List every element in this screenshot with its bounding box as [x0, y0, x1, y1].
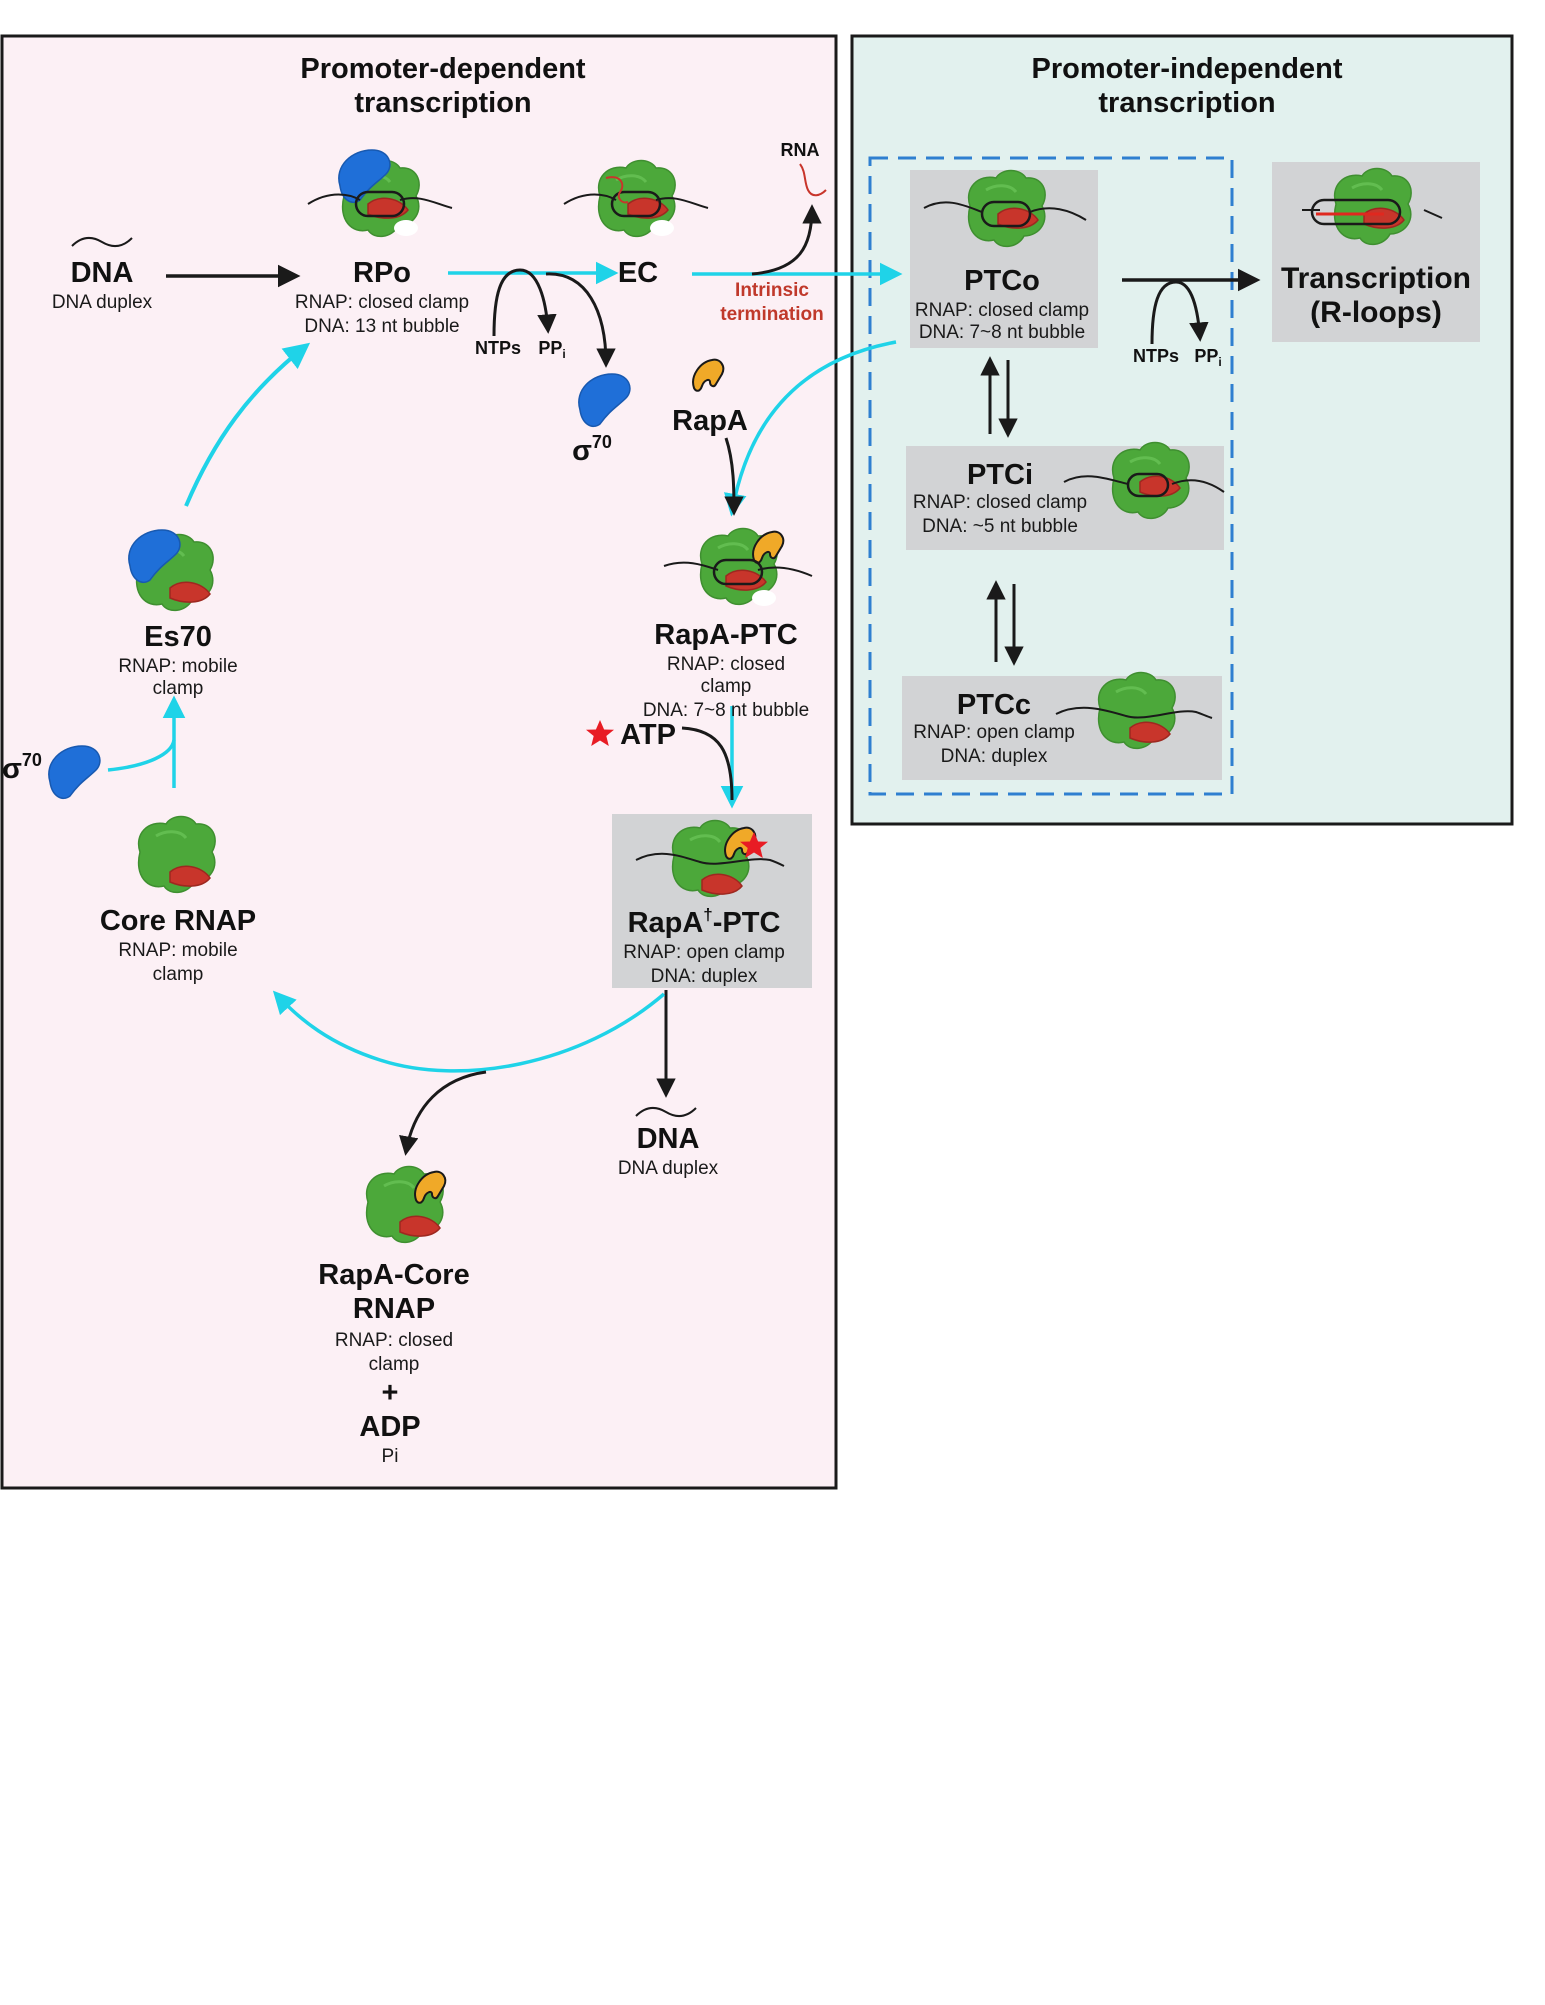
- right-panel-title-1: Promoter-independent: [1032, 53, 1343, 85]
- rapa-ptc-rnap-icon: [663, 527, 813, 606]
- rapa-dagger-ptc-line-1: RNAP: open clamp: [623, 942, 785, 963]
- rapa-core-line-1: RNAP: closed: [335, 1330, 453, 1351]
- dna-top-desc: DNA duplex: [52, 292, 153, 313]
- pi-label: Pi: [382, 1446, 399, 1467]
- rapa-dagger-ptc-label: RapA†-PTC: [628, 905, 781, 939]
- rapa-core-label-1: RapA-Core: [318, 1259, 469, 1291]
- atp-label: ATP: [620, 719, 676, 751]
- ptcc-rnap-icon: [1055, 671, 1213, 750]
- plus-sign: +: [382, 1377, 399, 1409]
- es70-label: Es70: [144, 621, 212, 653]
- sigma-left-label: σ70: [2, 750, 42, 785]
- arrow-ptco-to-rapa-ptc: [724, 340, 897, 517]
- rapa-dagger-ptc-rnap-icon: [635, 819, 785, 898]
- transcription-line-1: Transcription: [1281, 262, 1471, 295]
- sigma-mid-label: σ70: [572, 432, 612, 467]
- rapa-ptc-line-2: clamp: [701, 676, 752, 697]
- rpo-rnap-icon: [307, 149, 453, 238]
- rapa-ptc-label: RapA-PTC: [654, 619, 797, 651]
- rpo-line-1: RNAP: closed clamp: [295, 292, 469, 313]
- rapa-ptc-line-3: DNA: 7~8 nt bubble: [643, 700, 809, 721]
- ntps-left-label: NTPs: [475, 338, 521, 358]
- rapa-core-line-2: clamp: [369, 1354, 420, 1375]
- dna-bottom-label: DNA: [637, 1123, 700, 1155]
- transcription-rnap-icon: [1302, 167, 1443, 246]
- arrow-to-rapa-core: [399, 1070, 487, 1156]
- dna-top-label: DNA: [71, 257, 134, 289]
- ptcc-line-2: DNA: duplex: [941, 746, 1048, 767]
- ppi-left-label: PPi: [538, 338, 565, 361]
- arrow-atp: [681, 726, 734, 801]
- ptco-line-1: RNAP: closed clamp: [915, 300, 1089, 321]
- ptco-label: PTCo: [964, 265, 1040, 297]
- ptcc-label: PTCc: [957, 689, 1031, 721]
- es70-line-2: clamp: [153, 678, 204, 699]
- core-rnap-icon: [137, 815, 217, 894]
- rapa-dagger-ptc-line-2: DNA: duplex: [651, 966, 758, 987]
- intrinsic-line-1: Intrinsic: [735, 280, 809, 301]
- arrow-rapa-to-rapa-ptc: [724, 437, 744, 516]
- rna-label: RNA: [781, 140, 820, 160]
- rapa-core-label-2: RNAP: [353, 1293, 435, 1325]
- ntps-right-label: NTPs: [1133, 346, 1179, 366]
- core-rnap-line-1: RNAP: mobile: [118, 940, 237, 961]
- ptcc-line-1: RNAP: open clamp: [913, 722, 1075, 743]
- ptco-rnap-icon: [923, 169, 1087, 248]
- ptco-line-2: DNA: 7~8 nt bubble: [919, 322, 1085, 343]
- arrow-sigma-release: [545, 272, 616, 368]
- rpo-line-2: DNA: 13 nt bubble: [304, 316, 459, 337]
- arrow-rna-release: [751, 204, 822, 276]
- adp-label: ADP: [359, 1411, 420, 1443]
- core-rnap-label: Core RNAP: [100, 905, 256, 937]
- core-rnap-line-2: clamp: [153, 964, 204, 985]
- ptci-line-1: RNAP: closed clamp: [913, 492, 1087, 513]
- ec-rnap-icon: [563, 159, 709, 238]
- rapa-label: RapA: [672, 405, 748, 437]
- es70-rnap-icon: [128, 529, 215, 612]
- rpo-label: RPo: [353, 257, 411, 289]
- intrinsic-line-2: termination: [720, 304, 823, 325]
- ptci-line-2: DNA: ~5 nt bubble: [922, 516, 1078, 537]
- left-panel-title-1: Promoter-dependent: [300, 53, 586, 85]
- arrow-es70-to-rpo: [184, 342, 311, 507]
- ec-label: EC: [618, 257, 658, 289]
- ptc-dashed-box: [868, 156, 1234, 796]
- ptci-label: PTCi: [967, 459, 1033, 491]
- left-panel: [0, 34, 838, 1490]
- arrow-dagger-to-core: [272, 990, 666, 1073]
- arrow-ntps-ppi-right: [1150, 280, 1209, 345]
- ppi-right-label: PPi: [1194, 346, 1221, 369]
- ptci-rnap-icon: [1063, 441, 1225, 520]
- arrow-ntps-ppi-left: [492, 268, 557, 337]
- right-panel-title-2: transcription: [1098, 87, 1275, 119]
- left-panel-title-2: transcription: [354, 87, 531, 119]
- transcription-line-2: (R-loops): [1310, 296, 1442, 329]
- rapa-core-rnap-icon: [365, 1165, 447, 1244]
- rapa-ptc-line-1: RNAP: closed: [667, 654, 785, 675]
- dna-bottom-desc: DNA duplex: [618, 1158, 719, 1179]
- rna-strand-icon: [799, 163, 827, 197]
- arrow-sigma-join: [107, 739, 176, 772]
- es70-line-1: RNAP: mobile: [118, 656, 237, 677]
